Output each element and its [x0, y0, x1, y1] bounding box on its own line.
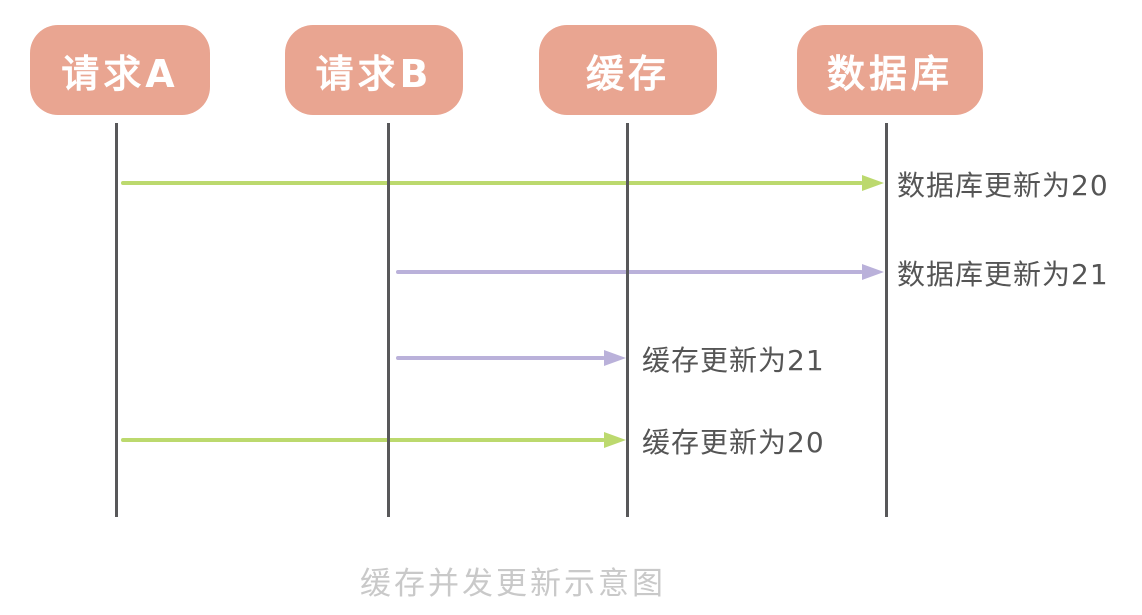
message-label-db-update-21: 数据库更新为21 — [897, 258, 1109, 291]
message-arrow-cache-update-20 — [121, 432, 626, 448]
message-arrow-cache-update-21 — [396, 350, 626, 366]
lifeline-request-b — [387, 123, 390, 517]
arrow-line — [121, 181, 863, 185]
arrow-line — [396, 270, 863, 274]
message-label-cache-update-21: 缓存更新为21 — [642, 344, 825, 377]
message-arrow-db-update-21 — [396, 264, 884, 280]
arrowhead-icon — [604, 432, 626, 448]
message-label-db-update-20: 数据库更新为20 — [897, 169, 1109, 202]
actor-box-database: 数据库 — [797, 25, 983, 115]
message-arrow-db-update-20 — [121, 175, 884, 191]
diagram-caption: 缓存并发更新示意图 — [360, 566, 666, 602]
actor-box-request-a: 请求A — [30, 25, 210, 115]
arrowhead-icon — [604, 350, 626, 366]
lifeline-database — [885, 123, 888, 517]
actor-box-cache: 缓存 — [539, 25, 717, 115]
lifeline-request-a — [115, 123, 118, 517]
arrowhead-icon — [862, 175, 884, 191]
arrow-line — [121, 438, 605, 442]
lifeline-cache — [626, 123, 629, 517]
message-label-cache-update-20: 缓存更新为20 — [642, 426, 825, 459]
actor-box-request-b: 请求B — [285, 25, 463, 115]
arrow-line — [396, 356, 605, 360]
arrowhead-icon — [862, 264, 884, 280]
